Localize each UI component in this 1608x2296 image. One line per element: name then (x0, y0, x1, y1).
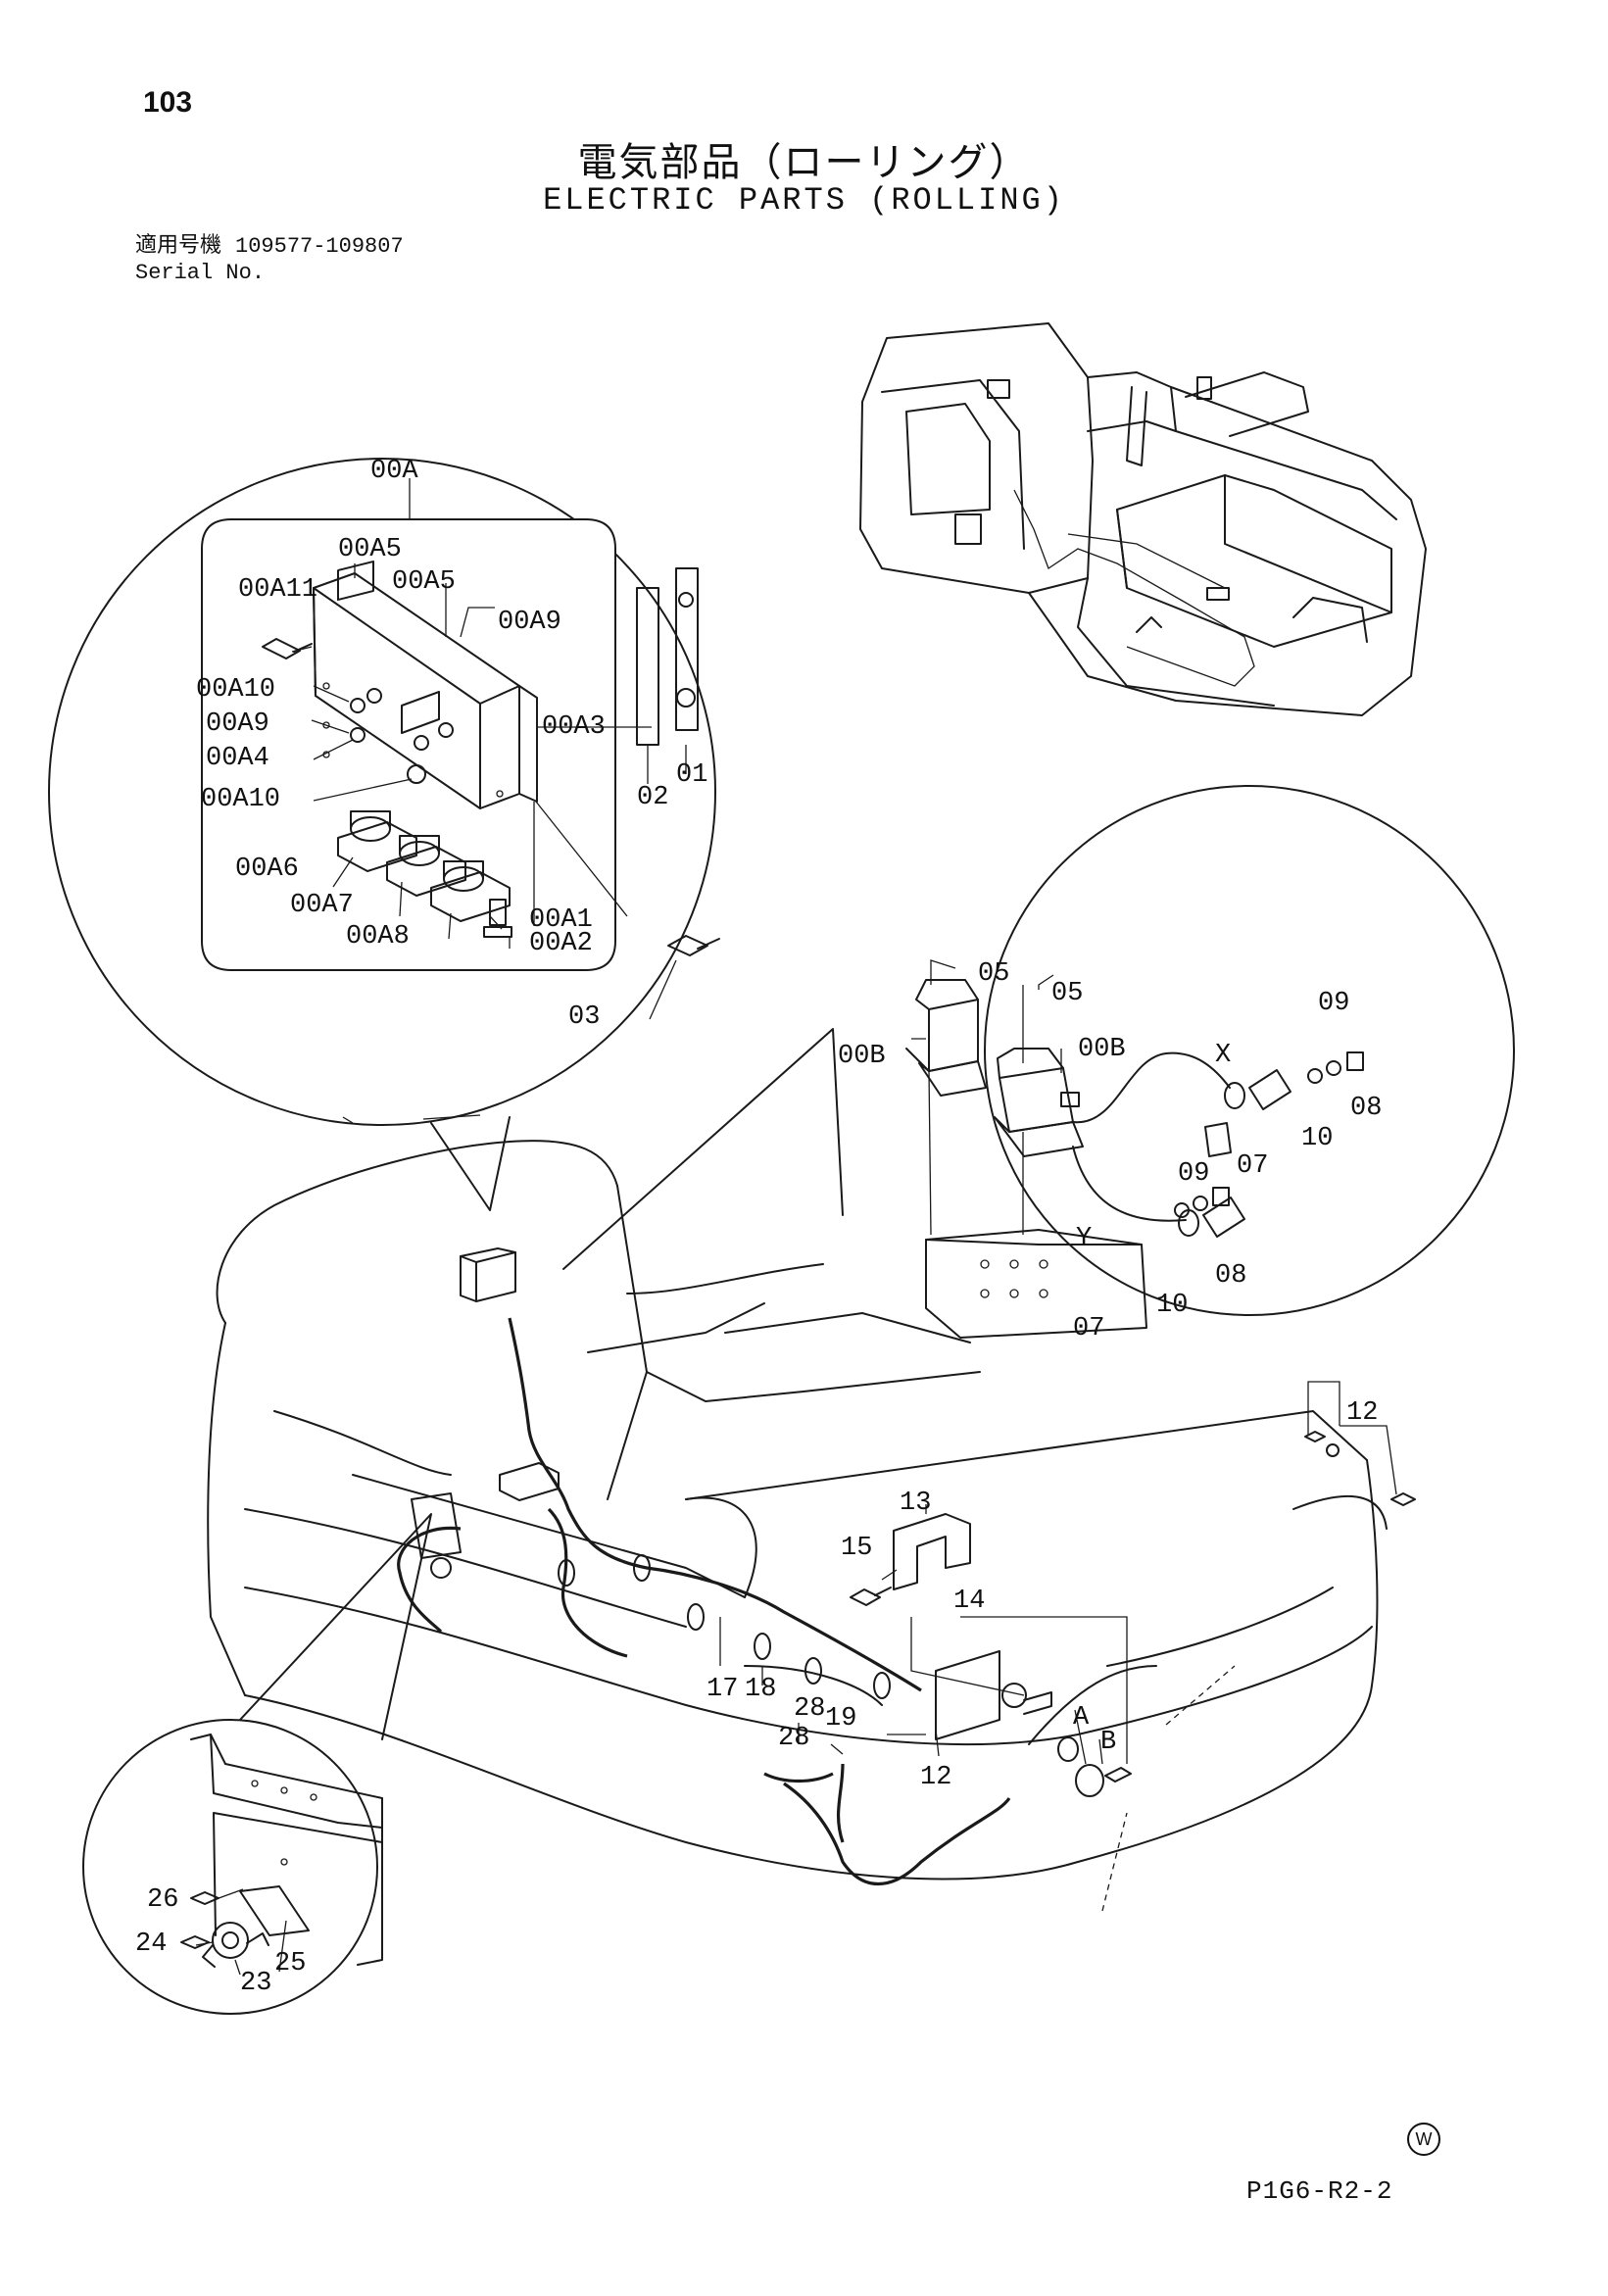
callout-panel-detail-00a10[interactable]: 00A10 (201, 785, 280, 814)
callout-relay-detail-y[interactable]: Y (1076, 1224, 1092, 1253)
callout-panel-detail-00a11[interactable]: 00A11 (238, 575, 317, 605)
callout-panel-detail-02[interactable]: 02 (637, 783, 668, 812)
callout-machine-12[interactable]: 12 (920, 1763, 951, 1792)
callout-panel-detail-00a4[interactable]: 00A4 (206, 744, 269, 773)
callout-machine-17[interactable]: 17 (707, 1675, 738, 1704)
callout-panel-detail-00a8[interactable]: 00A8 (346, 922, 410, 952)
drawing-code: P1G6-R2-2 (1246, 2176, 1393, 2206)
callout-panel-detail-03[interactable]: 03 (568, 1002, 600, 1032)
excavator-overview-drawing (859, 322, 1427, 716)
callout-panel-detail-00a7[interactable]: 00A7 (290, 891, 354, 920)
panel-detail-callout (48, 458, 720, 1211)
callout-relay-detail-00b[interactable]: 00B (838, 1042, 886, 1071)
callout-panel-detail-00a5[interactable]: 00A5 (392, 567, 456, 597)
callout-machine-28[interactable]: 28 (778, 1724, 809, 1753)
serial-range: 109577-109807 (235, 234, 404, 259)
callout-machine-a[interactable]: A (1073, 1703, 1090, 1733)
callout-machine-12[interactable]: 12 (1346, 1398, 1378, 1428)
callout-horn-detail-24[interactable]: 24 (135, 1930, 167, 1959)
callout-relay-detail-08[interactable]: 08 (1215, 1261, 1246, 1291)
page-title-japanese: 電気部品（ローリング） (577, 140, 1031, 185)
callout-relay-detail-x[interactable]: X (1215, 1041, 1231, 1070)
callout-panel-detail-00a6[interactable]: 00A6 (235, 855, 299, 884)
callout-relay-detail-07[interactable]: 07 (1237, 1151, 1268, 1181)
callout-relay-detail-08[interactable]: 08 (1350, 1094, 1382, 1123)
callout-panel-detail-00a1[interactable]: 00A1 (529, 905, 593, 935)
callout-relay-detail-09[interactable]: 09 (1178, 1159, 1209, 1189)
serial-block: 適用号機 109577-109807 Serial No. (135, 232, 404, 286)
callout-panel-detail-00a9[interactable]: 00A9 (498, 608, 561, 637)
callout-labels: 00A 00A5 00A5 00A11 00A9 00A10 00A9 00A4 00A3 00A… (135, 457, 1382, 1998)
callout-panel-detail-01[interactable]: 01 (676, 760, 707, 790)
copyright-mark-icon: W (1407, 2123, 1440, 2156)
serial-line: 適用号機 109577-109807 (135, 232, 404, 260)
serial-label-english: Serial No. (135, 261, 266, 285)
callout-relay-detail-05[interactable]: 05 (978, 959, 1009, 989)
callout-relay-detail-10[interactable]: 10 (1301, 1124, 1333, 1153)
machine-drawing (207, 1140, 1416, 1912)
callout-relay-detail-05[interactable]: 05 (1051, 979, 1083, 1008)
callout-panel-detail-00a2[interactable]: 00A2 (529, 929, 593, 958)
callout-relay-detail-00b[interactable]: 00B (1078, 1035, 1126, 1064)
callout-machine-b[interactable]: B (1100, 1728, 1116, 1757)
callout-horn-detail-23[interactable]: 23 (240, 1969, 271, 1998)
relay-detail-callout (562, 785, 1515, 1339)
callout-machine-14[interactable]: 14 (953, 1587, 985, 1616)
callout-machine-18[interactable]: 18 (745, 1675, 776, 1704)
callout-panel-detail-00a9[interactable]: 00A9 (206, 709, 269, 739)
callout-horn-detail-26[interactable]: 26 (147, 1885, 178, 1915)
callout-panel-detail-00a[interactable]: 00A (370, 457, 418, 486)
callout-machine-19[interactable]: 19 (825, 1704, 856, 1734)
callout-panel-detail-00a10[interactable]: 00A10 (196, 675, 275, 705)
callout-panel-detail-00a5[interactable]: 00A5 (338, 535, 402, 564)
callout-machine-15[interactable]: 15 (841, 1534, 872, 1563)
callout-panel-detail-00a3[interactable]: 00A3 (542, 712, 606, 742)
page-title-english: ELECTRIC PARTS (ROLLING) (543, 182, 1065, 219)
callout-machine-28[interactable]: 28 (794, 1694, 825, 1724)
page-number: 103 (143, 86, 193, 119)
serial-label-japanese: 適用号機 (135, 233, 222, 258)
callout-machine-13[interactable]: 13 (900, 1489, 931, 1518)
callout-relay-detail-09[interactable]: 09 (1318, 989, 1349, 1018)
callout-horn-detail-25[interactable]: 25 (274, 1949, 306, 1978)
callout-relay-detail-10[interactable]: 10 (1156, 1291, 1188, 1320)
horn-detail-callout (82, 1513, 432, 2015)
callout-relay-detail-07[interactable]: 07 (1073, 1314, 1104, 1343)
